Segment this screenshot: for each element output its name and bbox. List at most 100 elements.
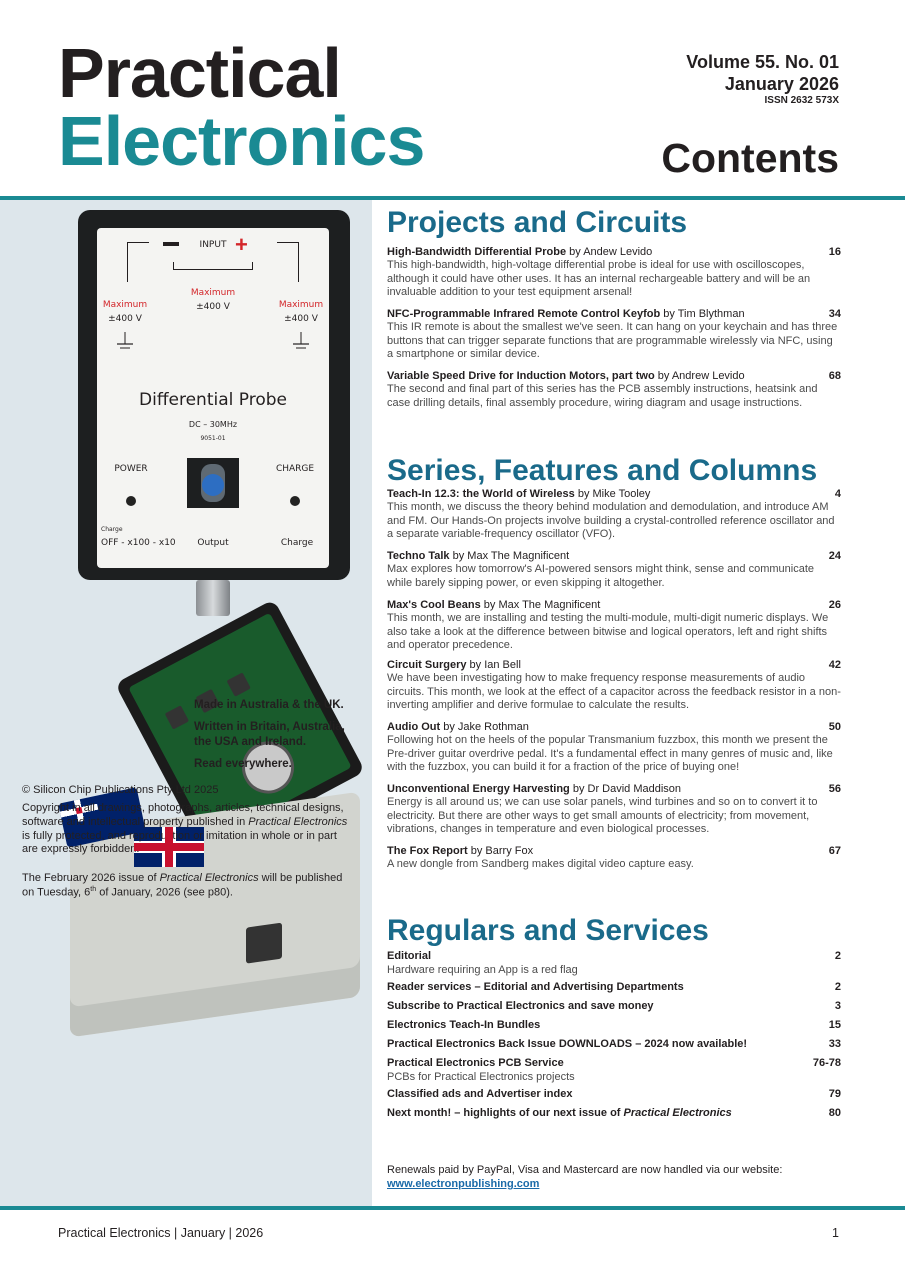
output-port [187, 458, 239, 508]
toc-entry[interactable]: Teach-In 12.3: the World of Wireless by … [387, 488, 841, 542]
power-led-icon [126, 496, 136, 506]
contents-heading: Contents [661, 135, 839, 181]
pub-text-a: The February 2026 issue of [22, 872, 160, 884]
entry-description: Energy is all around us; we can use sola… [387, 796, 818, 836]
entry-page: 56 [828, 783, 841, 795]
entry-title: Teach-In 12.3: the World of Wireless [387, 488, 575, 500]
regular-title: Reader services – Editorial and Advertis… [387, 981, 684, 993]
entry-author: by Andew Levido [569, 246, 653, 258]
section-title-regulars: Regulars and Services [387, 914, 709, 947]
entry-page: 26 [828, 599, 841, 611]
ground-icon-left [117, 332, 133, 349]
origin-statement: Made in Australia & the UK. Written in B… [194, 698, 354, 778]
toc-entry[interactable]: Variable Speed Drive for Induction Motor… [387, 370, 841, 410]
pcb-button [164, 705, 190, 730]
regular-title: Electronics Teach-In Bundles [387, 1019, 541, 1031]
probe-faceplate: INPUT + Maximum ±400 V Maximum ±400 V Ma… [97, 228, 329, 568]
issue-date: January 2026 [724, 73, 839, 94]
differential-probe-photo: INPUT + Maximum ±400 V Maximum ±400 V Ma… [78, 210, 350, 616]
renewals-notice: Renewals paid by PayPal, Visa and Master… [387, 1164, 841, 1192]
entry-title: NFC-Programmable Infrared Remote Control… [387, 308, 661, 320]
regular-title: Practical Electronics PCB Service [387, 1057, 564, 1069]
ground-icon-right [293, 332, 309, 349]
entry-title: Variable Speed Drive for Induction Motor… [387, 370, 655, 382]
probe-bracket-right [277, 242, 299, 282]
probe-max-right-label: Maximum [278, 300, 324, 310]
toc-entry[interactable]: High-Bandwidth Differential Probe by And… [387, 246, 841, 300]
plus-icon: + [235, 232, 248, 257]
entry-title: Unconventional Energy Harvesting [387, 783, 570, 795]
probe-max-left-value: ±400 V [108, 314, 142, 324]
masthead-title-line1: Practical [58, 34, 342, 112]
section-title-series: Series, Features and Columns [387, 454, 818, 487]
pub-text-sup: th [90, 885, 97, 893]
toc-entry[interactable]: NFC-Programmable Infrared Remote Control… [387, 308, 841, 362]
entry-description: This IR remote is about the smallest we'… [387, 321, 838, 361]
written-in-text: Written in Britain, Australia, the USA a… [194, 720, 345, 749]
regular-page: 80 [828, 1107, 841, 1119]
probe-charge-bottom: Charge [280, 538, 314, 548]
probe-title: Differential Probe [139, 390, 287, 410]
probe-max-right-value: ±400 V [284, 314, 318, 324]
website-link[interactable]: www.electronpublishing.com [387, 1177, 540, 1190]
issue-volume: Volume 55. No. 01 [686, 52, 839, 72]
issue-issn: ISSN 2632 573X [764, 95, 840, 107]
entry-author: by Barry Fox [470, 845, 534, 857]
regular-page: 2 [834, 981, 841, 993]
footer-text: Practical Electronics | January | 2026 [58, 1226, 264, 1240]
uk-flag-icon [134, 827, 204, 867]
renewals-text: Renewals paid by PayPal, Visa and Master… [387, 1164, 783, 1176]
entry-description: This month, we discuss the theory behind… [387, 501, 835, 541]
regular-page: 2 [834, 950, 841, 962]
copyright-text-a: Copyright in all drawings, photographs, … [22, 802, 344, 828]
regular-entry[interactable]: Subscribe to Practical Electronics and s… [387, 1000, 841, 1012]
pub-text-b: will be published on Tuesday, 6 [22, 872, 343, 899]
page-number: 1 [832, 1226, 839, 1240]
blue-lens-icon [202, 474, 224, 496]
left-image-panel: INPUT + Maximum ±400 V Maximum ±400 V Ma… [0, 200, 372, 1206]
uk-cross-horizontal [134, 843, 204, 851]
entry-page: 16 [828, 246, 841, 258]
toc-entry[interactable]: Unconventional Energy Harvesting by Dr D… [387, 783, 841, 837]
probe-power-label: POWER [114, 464, 148, 474]
entry-description: This high-bandwidth, high-voltage differ… [387, 259, 811, 299]
fan-grille-icon [246, 922, 282, 964]
pub-text-c: of January, 2026 (see p80). [96, 886, 233, 899]
regular-subtitle: Hardware requiring an App is a red flag [387, 964, 578, 976]
entry-title: Max's Cool Beans [387, 599, 481, 611]
probe-max-center-value: ±400 V [196, 302, 230, 312]
probe-input-label: INPUT [199, 240, 227, 250]
regular-title: Subscribe to Practical Electronics and s… [387, 1000, 654, 1012]
entry-page: 68 [828, 370, 841, 382]
bnc-connector [196, 580, 230, 616]
entry-page: 34 [828, 308, 841, 320]
regular-entry[interactable]: Reader services – Editorial and Advertis… [387, 981, 841, 993]
regular-entry[interactable]: Next month! – highlights of our next iss… [387, 1107, 841, 1119]
pub-text-em: Practical Electronics [159, 872, 259, 884]
entry-page: 4 [834, 488, 841, 500]
probe-bracket-center [173, 262, 253, 270]
entry-author: by Andrew Levido [657, 370, 745, 382]
probe-attenuation: OFF - x100 - x10 [101, 538, 176, 548]
next-issue-notice: The February 2026 issue of Practical Ele… [22, 872, 352, 900]
regular-entry[interactable]: Practical Electronics Back Issue DOWNLOA… [387, 1038, 841, 1050]
entry-title: Techno Talk [387, 550, 450, 562]
entry-title: The Fox Report [387, 845, 468, 857]
regular-title-em: Practical Electronics [623, 1107, 732, 1119]
regular-subtitle: PCBs for Practical Electronics projects [387, 1071, 575, 1083]
entry-description: Max explores how tomorrow's AI-powered s… [387, 563, 815, 589]
entry-title: Circuit Surgery [387, 659, 467, 671]
probe-max-center-label: Maximum [190, 288, 236, 298]
entry-page: 24 [828, 550, 841, 562]
entry-page: 50 [828, 721, 841, 733]
entry-description: We have been investigating how to make f… [387, 672, 841, 712]
